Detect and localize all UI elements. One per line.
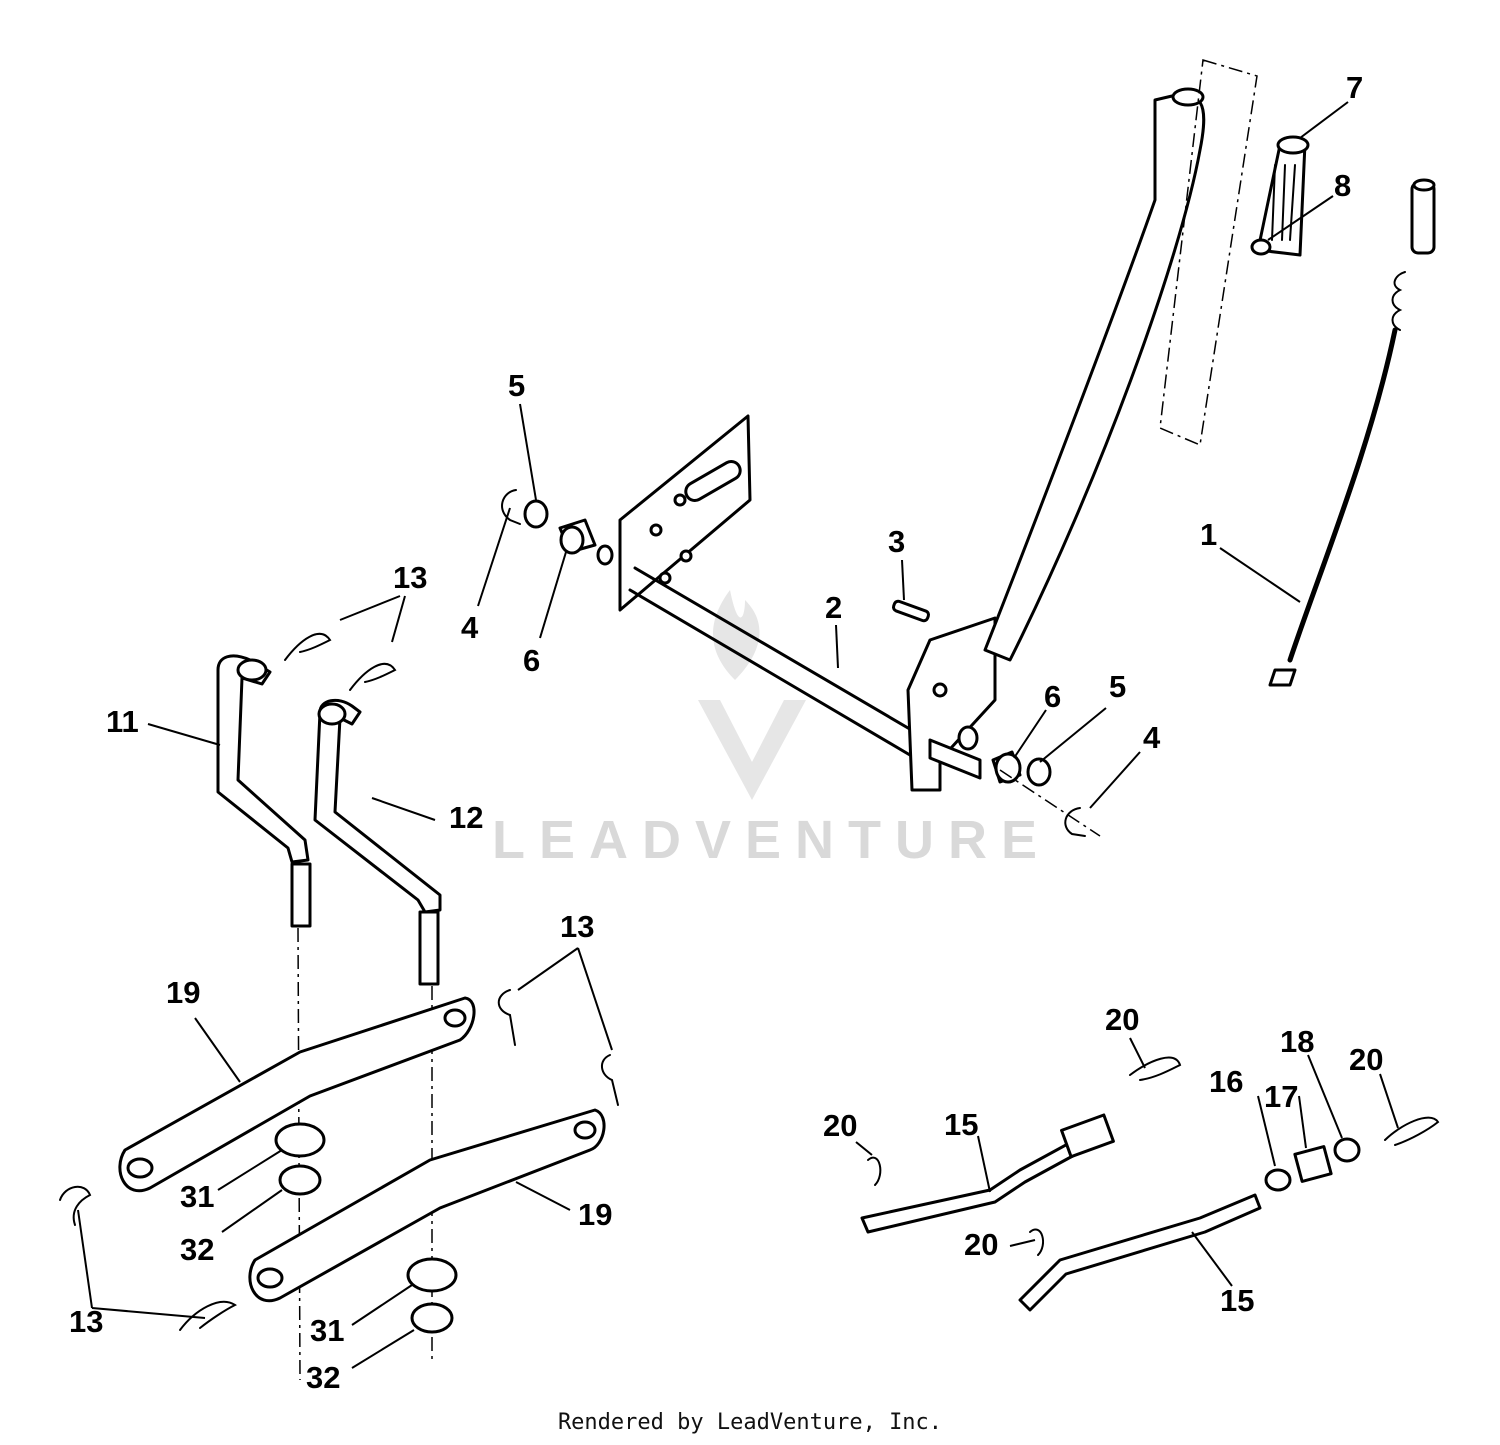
lift-link-hardware: [274, 1122, 458, 1334]
callout-6-right: 6: [1044, 679, 1061, 714]
callout-13-top: 13: [393, 560, 427, 595]
callout-12: 12: [449, 800, 483, 835]
left-shaft-hardware: [501, 489, 614, 566]
adjuster-rods: [860, 1056, 1440, 1312]
callout-19-lower: 19: [578, 1197, 612, 1232]
leader-lines: [77, 101, 1399, 1369]
callout-20-right: 20: [1349, 1042, 1383, 1077]
callout-13-right: 13: [560, 909, 594, 944]
callout-5-right: 5: [1109, 669, 1126, 704]
callout-20-left: 20: [823, 1108, 857, 1143]
callout-31-lower: 31: [310, 1313, 344, 1348]
callout-4-right: 4: [1143, 720, 1161, 755]
callout-32-lower: 32: [306, 1360, 340, 1395]
callout-20-lower: 20: [964, 1227, 998, 1262]
callout-15-upper: 15: [944, 1107, 978, 1142]
callout-32-upper: 32: [180, 1232, 214, 1267]
callout-3: 3: [888, 524, 905, 559]
lift-links: [216, 654, 442, 1381]
hair-pins: [59, 633, 619, 1331]
callout-15-lower: 15: [1220, 1283, 1254, 1318]
callout-labels: 1 2 3 4 4 5 5 6 6 7 8 11 12 13 13 13 15 …: [69, 70, 1383, 1395]
callout-13-bottom: 13: [69, 1304, 103, 1339]
lift-shaft-assembly: [618, 59, 1258, 792]
callout-4-left: 4: [461, 610, 479, 645]
callout-31-upper: 31: [180, 1179, 214, 1214]
callout-17: 17: [1264, 1079, 1298, 1114]
callout-18: 18: [1280, 1024, 1314, 1059]
lift-arms: [118, 996, 606, 1303]
watermark: LEADVENTURE: [492, 590, 1051, 870]
callout-8: 8: [1334, 168, 1351, 203]
lift-cable: [1268, 178, 1436, 687]
callout-20-upper: 20: [1105, 1002, 1139, 1037]
watermark-text: LEADVENTURE: [492, 810, 1051, 870]
callout-11: 11: [106, 704, 139, 739]
callout-5-left: 5: [508, 368, 525, 403]
callout-6-left: 6: [523, 643, 540, 678]
callout-19-upper: 19: [166, 975, 200, 1010]
handle-grip: [1250, 135, 1310, 257]
roll-pin: [892, 599, 930, 623]
right-shaft-hardware: [957, 725, 1101, 837]
callout-7: 7: [1346, 70, 1363, 105]
callout-16: 16: [1209, 1064, 1243, 1099]
callout-2: 2: [825, 590, 842, 625]
rendered-by-footer: Rendered by LeadVenture, Inc.: [557, 1410, 943, 1435]
callout-1: 1: [1200, 517, 1217, 552]
